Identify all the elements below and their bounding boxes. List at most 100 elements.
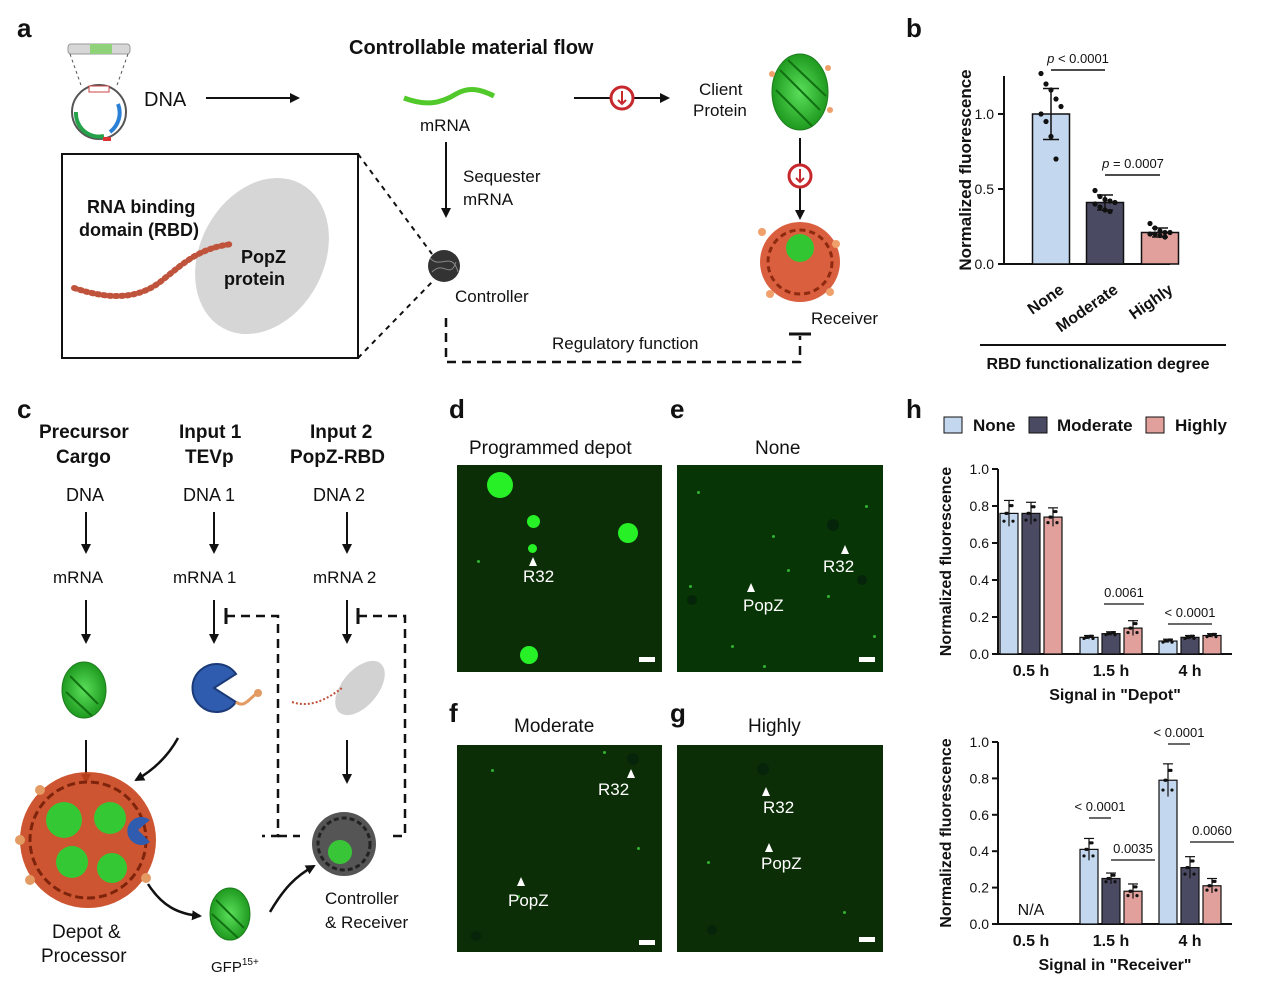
dna-label: DNA [144, 89, 187, 111]
micrograph-f: R32 PopZ [457, 745, 662, 952]
bar-none [1158, 779, 1178, 925]
p-value-label: p < 0.0001 [1046, 51, 1109, 66]
micrograph-g-label-popz: PopZ [761, 854, 802, 873]
data-point [1048, 87, 1054, 93]
p-value-label: 0.0035 [1113, 841, 1153, 856]
y-tick-label: 0.8 [970, 498, 990, 514]
panel-letter-d: d [449, 394, 465, 424]
data-point [1147, 220, 1153, 227]
depot-processor-icon [15, 772, 156, 908]
col1-mrna: mRNA [53, 568, 104, 587]
arrowhead-icon [765, 843, 773, 852]
micrograph-f-label-r32: R32 [598, 780, 630, 799]
p-value-label: < 0.0001 [1075, 799, 1126, 814]
depot-droplet [487, 472, 513, 498]
x-tick-label-none: None [1025, 281, 1068, 318]
scale-bar [859, 937, 875, 942]
col3-header-2: PopZ-RBD [290, 447, 385, 468]
arrowhead-icon [747, 583, 755, 592]
panel-letter-b: b [906, 13, 922, 43]
speck [731, 645, 734, 648]
data-point [1107, 198, 1113, 204]
data-point [1053, 96, 1059, 102]
micrograph-f-label-popz: PopZ [508, 891, 549, 910]
data-point [1207, 633, 1211, 638]
data-point [1128, 889, 1132, 893]
speck [772, 535, 775, 538]
x-tick-label: 1.5 h [1093, 933, 1129, 950]
panel-letter-c: c [17, 394, 31, 424]
data-point [1092, 187, 1098, 194]
client-label-1: Client [699, 80, 743, 99]
depot-droplet [527, 515, 540, 528]
x-tick-label: 4 h [1178, 663, 1201, 680]
col3-header-1: Input 2 [310, 422, 372, 443]
gfp-protein-icon [769, 53, 833, 131]
y-tick-label: 0.5 [975, 181, 995, 197]
y-tick-label: 1.0 [970, 734, 990, 750]
bar-none [1079, 848, 1099, 925]
y-tick-label: 0.6 [970, 807, 990, 823]
data-point [1090, 634, 1094, 638]
data-point [1135, 630, 1139, 635]
legend-swatch-moderate [1028, 416, 1048, 434]
x-tick-label: 4 h [1178, 933, 1201, 950]
controller-label: Controller [455, 287, 529, 306]
col2-header-2: TEVp [185, 447, 234, 468]
data-point [1170, 788, 1174, 792]
bar-moderate [1101, 633, 1121, 655]
legend-label-highly: Highly [1175, 416, 1227, 435]
data-point [1113, 880, 1117, 884]
controller-receiver-icon [312, 812, 376, 876]
data-point [1054, 509, 1058, 514]
data-point [1046, 521, 1050, 525]
speck [689, 585, 692, 588]
micrograph-e-label-r32: R32 [823, 557, 855, 576]
na-label: N/A [1018, 902, 1045, 919]
h-legend: None Moderate Highly [943, 416, 1227, 435]
inset-connector-top [357, 153, 433, 255]
data-point [1097, 204, 1103, 210]
data-point [1161, 788, 1165, 792]
rbd-label-1: RNA binding [87, 197, 195, 217]
data-point [1092, 201, 1098, 207]
micrograph-e-title: None [755, 438, 800, 459]
x-axis-label: Signal in "Receiver" [1038, 957, 1191, 974]
popz-ellipse-icon [195, 177, 329, 335]
gfp15-icon [209, 887, 251, 941]
y-tick-label: 1.0 [970, 461, 990, 477]
data-point [1213, 632, 1217, 636]
bar-moderate [1180, 636, 1200, 655]
arrowhead-icon [627, 769, 635, 778]
data-point [1084, 847, 1088, 851]
speck [697, 491, 700, 494]
speck [707, 861, 710, 864]
data-point [1147, 231, 1153, 237]
micrograph-e-label-popz: PopZ [743, 596, 784, 615]
x-tick-label-moderate: Moderate [1053, 281, 1121, 336]
data-point [1002, 519, 1006, 523]
scale-bar [859, 657, 875, 662]
plasmid-icon [67, 43, 131, 141]
panel-letter-h: h [906, 394, 922, 424]
col3-dna: DNA 2 [313, 485, 365, 505]
data-point [1134, 622, 1138, 626]
speck [865, 505, 868, 508]
p-value-label: p = 0.0007 [1101, 156, 1164, 171]
data-point [1135, 894, 1139, 898]
bar-highly [1043, 516, 1063, 655]
data-point [1010, 504, 1014, 508]
data-point [1152, 225, 1158, 231]
data-point [1048, 133, 1054, 140]
speck [707, 925, 717, 935]
data-point [1043, 118, 1049, 125]
scale-bar [639, 657, 655, 662]
popz-label-2: protein [224, 269, 285, 289]
rbd-chain-icon [71, 241, 235, 299]
data-point [1213, 879, 1217, 884]
x-axis-label: Signal in "Depot" [1049, 687, 1181, 704]
bar-moderate [1021, 512, 1041, 655]
data-point [1112, 873, 1116, 877]
